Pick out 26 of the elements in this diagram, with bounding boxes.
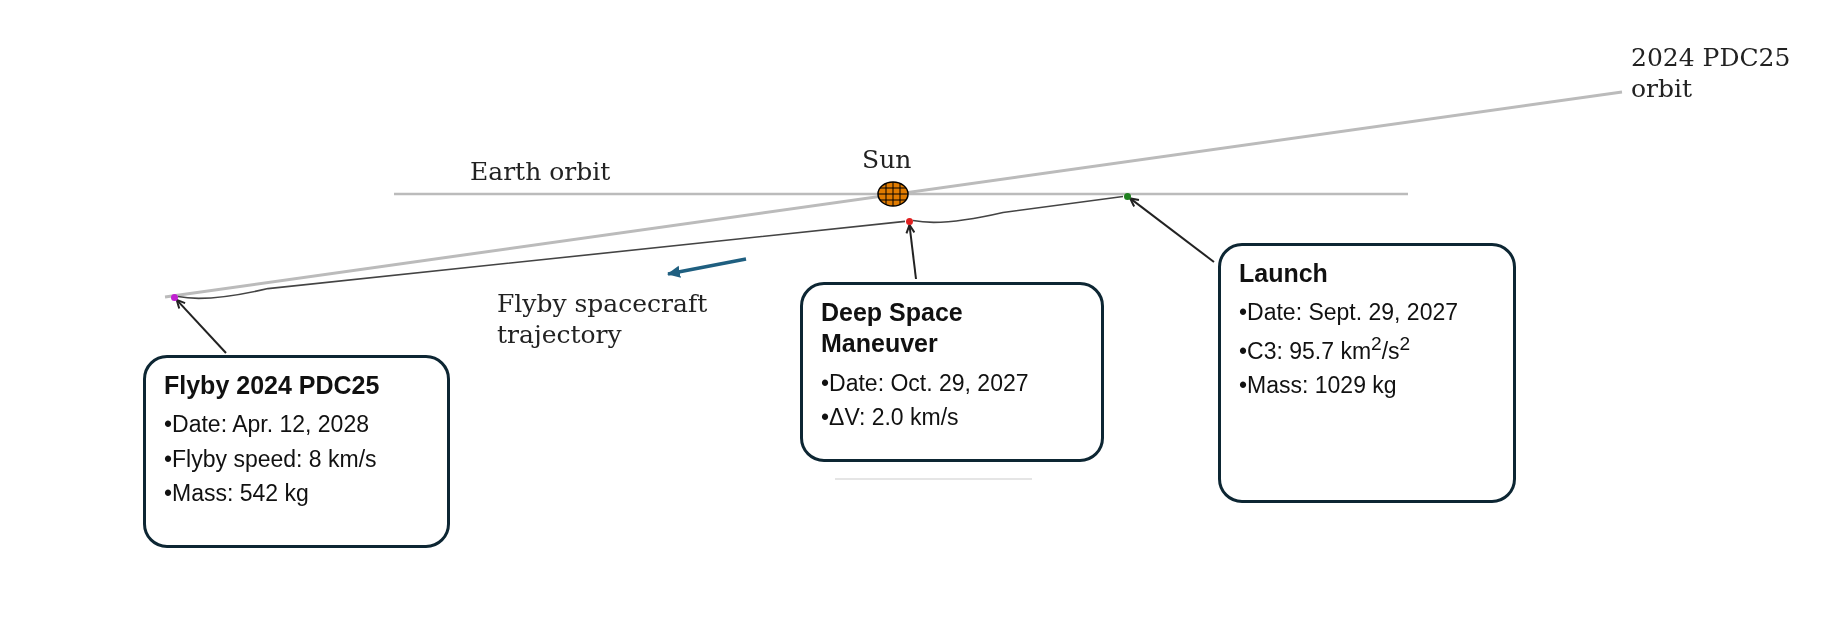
orbit-label: 2024 PDC25 orbit bbox=[1631, 42, 1792, 105]
leader-arrow bbox=[175, 298, 227, 354]
trajectory-label: Flyby spacecraft trajectory bbox=[497, 288, 709, 351]
bullet-item: •Mass: 542 kg bbox=[164, 479, 310, 509]
trajectory-line bbox=[912, 195, 1124, 224]
callout-box bbox=[800, 282, 1104, 462]
bullet-item: •Flyby speed: 8 km/s bbox=[164, 444, 378, 474]
callout-title: Flyby 2024 PDC25 bbox=[164, 370, 381, 401]
callout-title: Launch bbox=[1239, 258, 1329, 289]
trajectory-point bbox=[905, 217, 913, 225]
bullet-item: •Mass: 1029 kg bbox=[1239, 370, 1398, 400]
callout-box bbox=[143, 355, 450, 548]
trajectory-point bbox=[170, 293, 178, 301]
orbit-label: Earth orbit bbox=[470, 156, 612, 188]
trajectory-point bbox=[1123, 192, 1131, 200]
sun-label: Sun bbox=[862, 144, 913, 176]
bullet-item: •Date: Oct. 29, 2027 bbox=[821, 368, 1030, 398]
callout-title: Deep Space Maneuver bbox=[821, 297, 964, 360]
leader-arrow bbox=[905, 223, 917, 280]
bullet-item: •C3: 95.7 km$^{2}$/s$^{2}$ bbox=[1239, 331, 1412, 366]
leader-arrow bbox=[1129, 197, 1215, 263]
bullet-item: •Date: Sept. 29, 2027 bbox=[1239, 298, 1460, 328]
trajectory-line bbox=[177, 220, 906, 300]
bullet-item: •ΔV: 2.0 km/s bbox=[821, 403, 960, 432]
callout-box bbox=[1218, 243, 1516, 503]
bullet-item: •Date: Apr. 12, 2028 bbox=[164, 410, 370, 440]
